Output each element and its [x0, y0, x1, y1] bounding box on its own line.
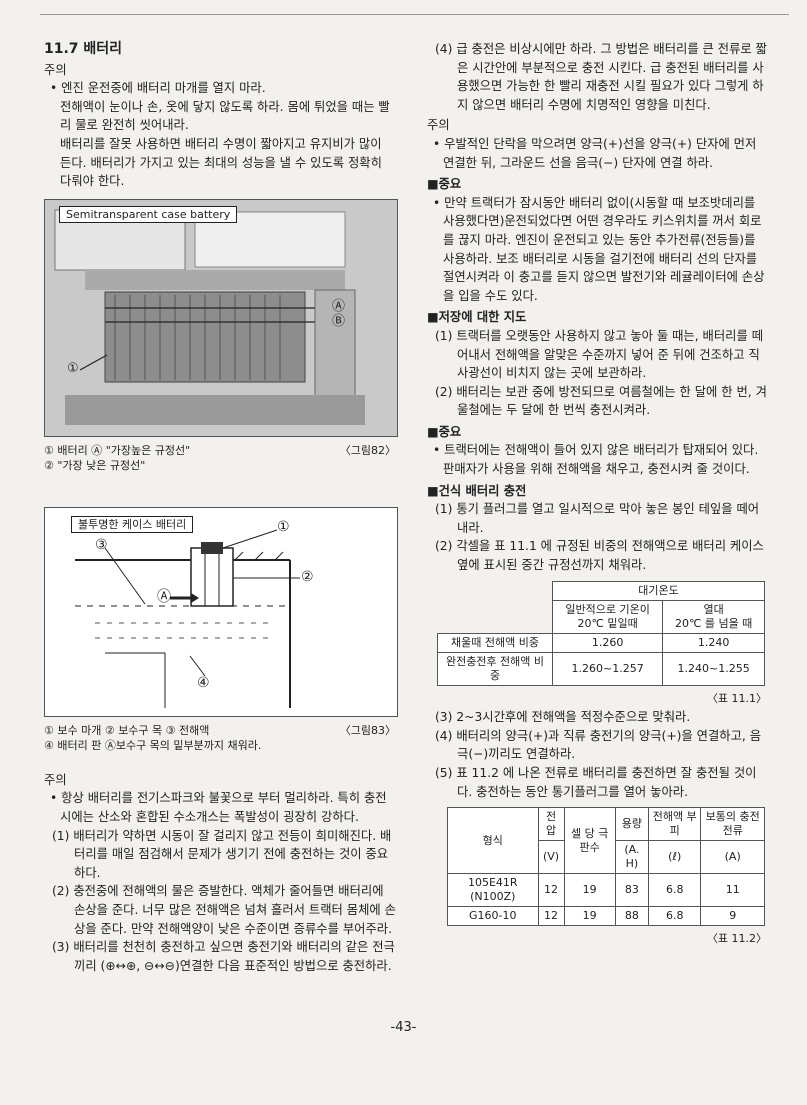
table-row: 완전충전후 전해액 비중 1.260~1.257 1.240~1.255	[437, 651, 765, 686]
charging-table: 형식 전압 셀 당 극판수 용량 전해액 부 피 보통의 충전전류 (V) (A…	[447, 807, 765, 927]
section-heading: 11.7 배터리	[44, 41, 123, 57]
caution-label: 주의	[44, 62, 67, 77]
important-bullet: • 트랙터에는 전해액이 들어 있지 않은 배터리가 탑재되어 있다. 판매자가…	[433, 443, 759, 477]
marker-a: Ⓐ	[332, 298, 346, 314]
list-item: (5) 표 11.2 에 나온 전류로 배터리를 충전하면 잘 충전될 것이다.…	[435, 766, 757, 799]
table-header: 전해액 부 피	[648, 807, 702, 842]
figure-ref: 〈그림83〉	[339, 723, 396, 737]
marker-1: ①	[67, 360, 79, 376]
table-header: 용량	[614, 807, 650, 842]
caution-text: 전해액이 눈이나 손, 옷에 닿지 않도록 하라. 몸에 튀었을 때는 빨리 물…	[60, 99, 390, 133]
caption-line: ② "가장 낮은 규정선"	[44, 458, 146, 472]
battery-diagram-figure: 불투명한 케이스 배터리 ① ② ③ ④ Ⓐ	[44, 506, 398, 717]
table-row: 105E41R (N100Z) 12 19 83 6.8 11	[447, 873, 765, 908]
battery-photo-figure: Semitransparent case battery Ⓐ Ⓑ ①	[44, 198, 398, 437]
important-bullet: • 만약 트랙터가 잠시동안 배터리 없이(시동할 때 보조밧데리를 사용했다면…	[433, 195, 765, 303]
list-item: (2) 각셀을 표 11.1 에 규정된 비중의 전해액으로 배터리 케이스 옆…	[435, 539, 764, 573]
figure-ref: 〈그림82〉	[339, 443, 396, 457]
caution-bullet: • 엔진 운전중에 배터리 마개를 열지 마라.	[50, 81, 266, 96]
list-item: (4) 급 충전은 비상시에만 하라. 그 방법은 배터리를 큰 전류로 짧은 …	[435, 42, 767, 112]
caution-bullet: • 항상 배터리를 전기스파크와 불꽃으로 부터 멀리하라. 특히 충전시에는 …	[50, 791, 387, 824]
caption-line: ① 배터리 Ⓐ "가장높은 규정선"	[44, 443, 191, 457]
list-item: (4) 배터리의 양극(+)과 직류 충전기의 양극(+)을 연결하고, 음극(…	[435, 728, 762, 762]
table-header: 전압	[537, 807, 565, 842]
battery-diagram	[75, 529, 300, 708]
table-ref: 〈표 11.1〉	[706, 691, 767, 705]
dry-charge-heading: ■건식 배터리 충전	[427, 483, 527, 498]
list-item: (1) 트랙터를 오랫동안 사용하지 않고 놓아 둘 때는, 배터리를 떼어내서…	[435, 328, 764, 381]
important-label: ■중요	[427, 177, 462, 192]
marker-3: ③	[95, 536, 108, 553]
caption-line: ④ 배터리 판 Ⓐ보수구 목의 밑부분까지 채워라.	[44, 738, 262, 752]
caution-label: 주의	[427, 118, 450, 133]
table-row: G160-10 12 19 88 6.8 9	[447, 906, 765, 927]
caption-line: ① 보수 마개 ② 보수구 목 ③ 전해액	[44, 723, 210, 737]
marker-4: ④	[197, 674, 210, 691]
caution-bullet: • 우발적인 단락을 막으려면 양극(+)선을 양극(+) 단자에 먼저 연결한…	[433, 136, 757, 170]
figure-label: 불투명한 케이스 배터리	[71, 515, 194, 533]
caution-text: 배터리를 잘못 사용하면 배터리 수명이 짧아지고 유지비가 많이 든다. 배터…	[60, 136, 382, 189]
marker-a: Ⓐ	[157, 588, 171, 605]
marker-b: Ⓑ	[332, 313, 346, 329]
list-item: (2) 배터리는 보관 중에 방전되므로 여름철에는 한 달에 한 번, 겨울철…	[435, 384, 767, 418]
marker-1: ①	[277, 518, 290, 535]
left-column: 11.7 배터리 주의 • 엔진 운전중에 배터리 마개를 열지 마라. 전해액…	[44, 40, 398, 975]
list-item: (3) 배터리를 천천히 충전하고 싶으면 충전기와 배터리의 같은 전극끼리 …	[52, 940, 395, 973]
table-ref: 〈표 11.2〉	[706, 932, 767, 946]
figure-caption: ① 배터리 Ⓐ "가장높은 규정선" ② "가장 낮은 규정선" 〈그림82〉	[44, 443, 396, 473]
table-header: 보통의 충전전류	[700, 807, 765, 842]
storage-heading: ■저장에 대한 지도	[427, 310, 527, 325]
important-label: ■중요	[427, 424, 462, 439]
list-item: (1) 배터리가 약하면 시동이 잘 걸리지 않고 전등이 희미해진다. 배터리…	[52, 828, 392, 880]
marker-2: ②	[301, 568, 314, 585]
caution-label: 주의	[44, 772, 67, 787]
table-header: 형식	[447, 807, 539, 875]
table-header: 셀 당 극판수	[563, 807, 616, 875]
table-header: 대기온도	[552, 580, 765, 601]
list-item: (1) 통기 플러그를 열고 일시적으로 막아 놓은 봉인 테잎을 떼어 내라.	[435, 502, 760, 535]
list-item: (3) 2~3시간후에 전해액을 적정수준으로 맞춰라.	[435, 710, 691, 725]
top-rule	[40, 14, 789, 15]
list-item: (2) 충전중에 전해액의 물은 증발한다. 액체가 줄어들면 배터리에 손상을…	[52, 884, 396, 936]
table-row: 채울때 전해액 비중 1.260 1.240	[437, 632, 765, 653]
figure-caption: ① 보수 마개 ② 보수구 목 ③ 전해액 ④ 배터리 판 Ⓐ보수구 목의 밑부…	[44, 723, 396, 753]
page-number: -43-	[390, 1020, 417, 1035]
figure-label: Semitransparent case battery	[59, 205, 238, 223]
right-column: (4) 급 충전은 비상시에만 하라. 그 방법은 배터리를 큰 전류로 짧은 …	[427, 40, 767, 949]
